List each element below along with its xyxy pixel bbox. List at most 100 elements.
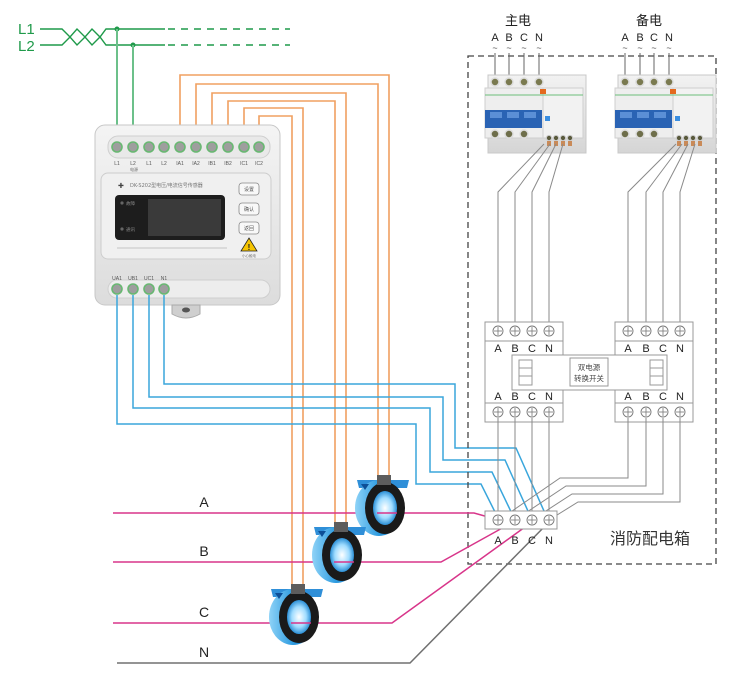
l1-wire bbox=[40, 27, 165, 39]
neutral-line bbox=[117, 521, 550, 664]
ats-bottom-right-label-n: N bbox=[676, 391, 684, 403]
breaker-to-switch-wires bbox=[497, 143, 696, 324]
main-breaker bbox=[484, 74, 587, 154]
terminal-ic1-8: IC1 bbox=[238, 141, 250, 167]
wire-ia1 bbox=[179, 74, 390, 488]
backup-tilde: ~ bbox=[651, 43, 656, 53]
terminal-label: IA1 bbox=[176, 161, 184, 167]
ats-top-right-screw-c bbox=[657, 325, 669, 337]
ats-left-handle bbox=[518, 359, 533, 386]
wire-n1 bbox=[163, 295, 549, 521]
confirm-button-label: 确认 bbox=[244, 206, 254, 213]
ats-bottom-left-label-n: N bbox=[545, 391, 553, 403]
backup-phase-c: C bbox=[650, 32, 658, 44]
backup-breaker bbox=[614, 74, 717, 154]
phase-b-line bbox=[113, 520, 516, 563]
line-label-a: A bbox=[199, 494, 209, 510]
terminal-label: IC1 bbox=[240, 161, 248, 167]
terminal-label: UC1 bbox=[144, 276, 154, 282]
phase-a-line bbox=[113, 512, 500, 521]
ct-phase-c bbox=[269, 584, 323, 645]
output-label-b: B bbox=[511, 535, 518, 547]
ats-bottom-left-screw-a bbox=[492, 406, 504, 418]
ats-bottom-left-screw-b bbox=[509, 406, 521, 418]
ats-top-right-label-c: C bbox=[659, 343, 667, 355]
supply-lines: L1 L2 bbox=[18, 21, 290, 140]
ats-top-right-label-b: B bbox=[642, 343, 649, 355]
svg-text:!: ! bbox=[248, 243, 251, 252]
main-phase-a: A bbox=[491, 32, 499, 44]
terminal-label: IB2 bbox=[224, 161, 232, 167]
ct-phase-a bbox=[355, 475, 409, 536]
wire-ib1 bbox=[211, 92, 347, 535]
test-button[interactable] bbox=[675, 116, 680, 121]
wire-uc1 bbox=[148, 295, 533, 521]
ats-bottom-right-screw-a bbox=[622, 406, 634, 418]
rcd-module bbox=[672, 87, 714, 139]
backup-tilde: ~ bbox=[666, 43, 671, 53]
setup-button-label: 设置 bbox=[244, 186, 254, 193]
terminal-label: UB1 bbox=[128, 276, 138, 282]
ats-bottom-left-label-a: A bbox=[494, 391, 502, 403]
fire-distribution-cabinet bbox=[467, 55, 717, 565]
wire-ub1 bbox=[132, 295, 516, 521]
ats-bottom-right-label-a: A bbox=[624, 391, 632, 403]
test-button[interactable] bbox=[545, 116, 550, 121]
main-phase-c: C bbox=[520, 32, 528, 44]
terminal-label: L2 bbox=[130, 161, 136, 167]
device-title: DK-S202型电压/电流信号传感器 bbox=[130, 182, 203, 189]
fault-led bbox=[120, 201, 124, 205]
terminal-label: IB1 bbox=[208, 161, 216, 167]
main-tilde: ~ bbox=[492, 43, 497, 53]
lcd-screen bbox=[148, 199, 221, 236]
ats-bottom-left-label-c: C bbox=[528, 391, 536, 403]
terminal-uc1: UC1 bbox=[143, 276, 155, 295]
ats-to-output-wires bbox=[497, 418, 681, 521]
main-tilde: ~ bbox=[521, 43, 526, 53]
din-clip-hole bbox=[182, 307, 190, 313]
warning-icon: ! bbox=[240, 237, 258, 252]
terminal-l1-2: L1 bbox=[143, 141, 155, 167]
confirm-button[interactable]: 确认 bbox=[238, 202, 260, 216]
ats-top-right-screw-n bbox=[674, 325, 686, 337]
terminal-label: L2 bbox=[161, 161, 167, 167]
brand-icon: ✚ bbox=[118, 182, 124, 190]
phase-c-line bbox=[113, 521, 533, 624]
back-button[interactable]: 返回 bbox=[238, 221, 260, 235]
fault-label: 故障 bbox=[126, 200, 135, 207]
warning-caption: 小心触电 bbox=[242, 253, 256, 258]
terminal-label: UA1 bbox=[112, 276, 122, 282]
terminal-ia1-4: IA1 bbox=[174, 141, 186, 167]
terminal-label: L1 bbox=[114, 161, 120, 167]
direction-arrow-icon bbox=[361, 484, 369, 490]
main-tilde: ~ bbox=[536, 43, 541, 53]
output-screw-b bbox=[509, 514, 521, 526]
backup-power-title: 备电 bbox=[636, 13, 662, 29]
main-phase-b: B bbox=[505, 32, 512, 44]
output-screw-n bbox=[543, 514, 555, 526]
terminal-ub1: UB1 bbox=[127, 276, 139, 295]
line-label-n: N bbox=[199, 644, 209, 660]
cabinet-label: 消防配电箱 bbox=[610, 529, 690, 548]
terminal-l1-0: L1 bbox=[111, 141, 123, 167]
ats-label-line1: 双电源 bbox=[578, 362, 601, 372]
output-screw-a bbox=[492, 514, 504, 526]
terminal-ib2-7: IB2 bbox=[222, 141, 234, 167]
output-screw-c bbox=[526, 514, 538, 526]
terminal-label: IA2 bbox=[192, 161, 200, 167]
current-wires bbox=[179, 74, 390, 596]
l2-wire bbox=[40, 35, 165, 47]
output-label-n: N bbox=[545, 535, 553, 547]
terminal-ia2-5: IA2 bbox=[190, 141, 202, 167]
wire-ia2 bbox=[195, 83, 379, 488]
main-power-title: 主电 bbox=[505, 14, 531, 29]
setup-button[interactable]: 设置 bbox=[238, 182, 260, 196]
voltage-wires bbox=[116, 295, 549, 521]
ats-top-left-label-b: B bbox=[511, 343, 518, 355]
